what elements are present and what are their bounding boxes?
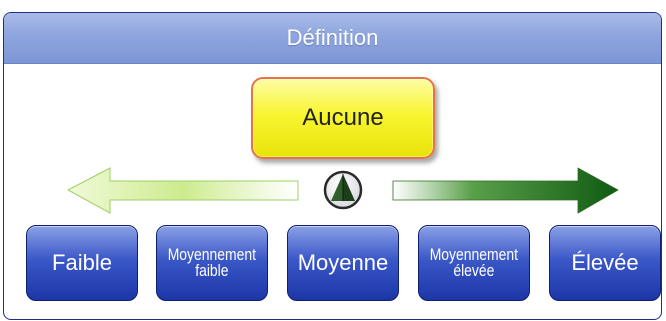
- level-label-line2: faible: [195, 261, 229, 280]
- top-item-box[interactable]: Aucune: [251, 77, 435, 159]
- level-label-line1: Moyennement: [167, 244, 257, 264]
- level-label: Moyennement élevée: [429, 244, 519, 280]
- level-label-line1: Élevée: [571, 250, 639, 275]
- right-arrow: [392, 167, 619, 214]
- level-moyennement-elevee[interactable]: Moyennement élevée: [418, 225, 530, 301]
- level-label-line2: élevée: [453, 261, 495, 280]
- level-label-line1: Moyenne: [297, 250, 389, 275]
- level-faible[interactable]: Faible: [26, 225, 138, 301]
- level-label: Moyennement faible: [167, 244, 257, 280]
- level-moyennement-faible[interactable]: Moyennement faible: [156, 225, 268, 301]
- level-label: Élevée: [571, 252, 638, 274]
- left-arrow: [66, 167, 299, 214]
- level-label-line1: Faible: [52, 250, 112, 275]
- level-label: Moyenne: [298, 252, 389, 274]
- panel-title: Définition: [286, 25, 379, 50]
- level-label: Faible: [52, 252, 112, 274]
- top-item-label: Aucune: [302, 104, 384, 131]
- panel-header: Définition: [4, 13, 661, 64]
- level-label-line1: Moyennement: [429, 244, 519, 264]
- triangle-circle-icon: [323, 170, 363, 210]
- level-moyenne[interactable]: Moyenne: [287, 225, 399, 301]
- level-elevee[interactable]: Élevée: [549, 225, 661, 301]
